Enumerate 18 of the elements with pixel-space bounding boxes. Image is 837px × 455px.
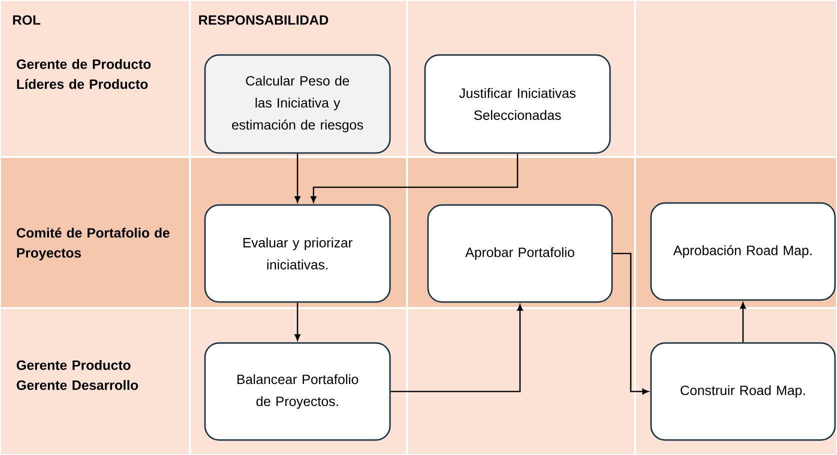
process-box: Construir Road Map. [650,342,836,441]
row-label: Gerente de Producto Líderes de Producto [16,59,151,89]
arrow [310,154,518,203]
process-box: Justificar Iniciativas Seleccionadas [424,54,611,154]
arrow [390,304,523,392]
process-box: Balancear Portafolio de Proyectos. [204,342,391,441]
arrow [612,252,649,394]
arrow [294,154,300,203]
arrow [740,302,746,342]
arrow [294,302,300,341]
process-box: Calcular Peso de las Iniciativa y estimación de riesgos [204,54,391,154]
process-box: Aprobación Road Map. [650,202,836,301]
process-box: Aprobar Portafolio [427,204,613,303]
process-box: Evaluar y priorizar iniciativas. [204,204,391,303]
row-label: Comité de Portafolio de Proyectos [16,228,170,260]
row-label: Gerente Producto Gerente Desarrollo [16,360,138,390]
row-label: RESPONSABILIDAD [199,15,328,25]
row-label: ROL [13,15,40,25]
